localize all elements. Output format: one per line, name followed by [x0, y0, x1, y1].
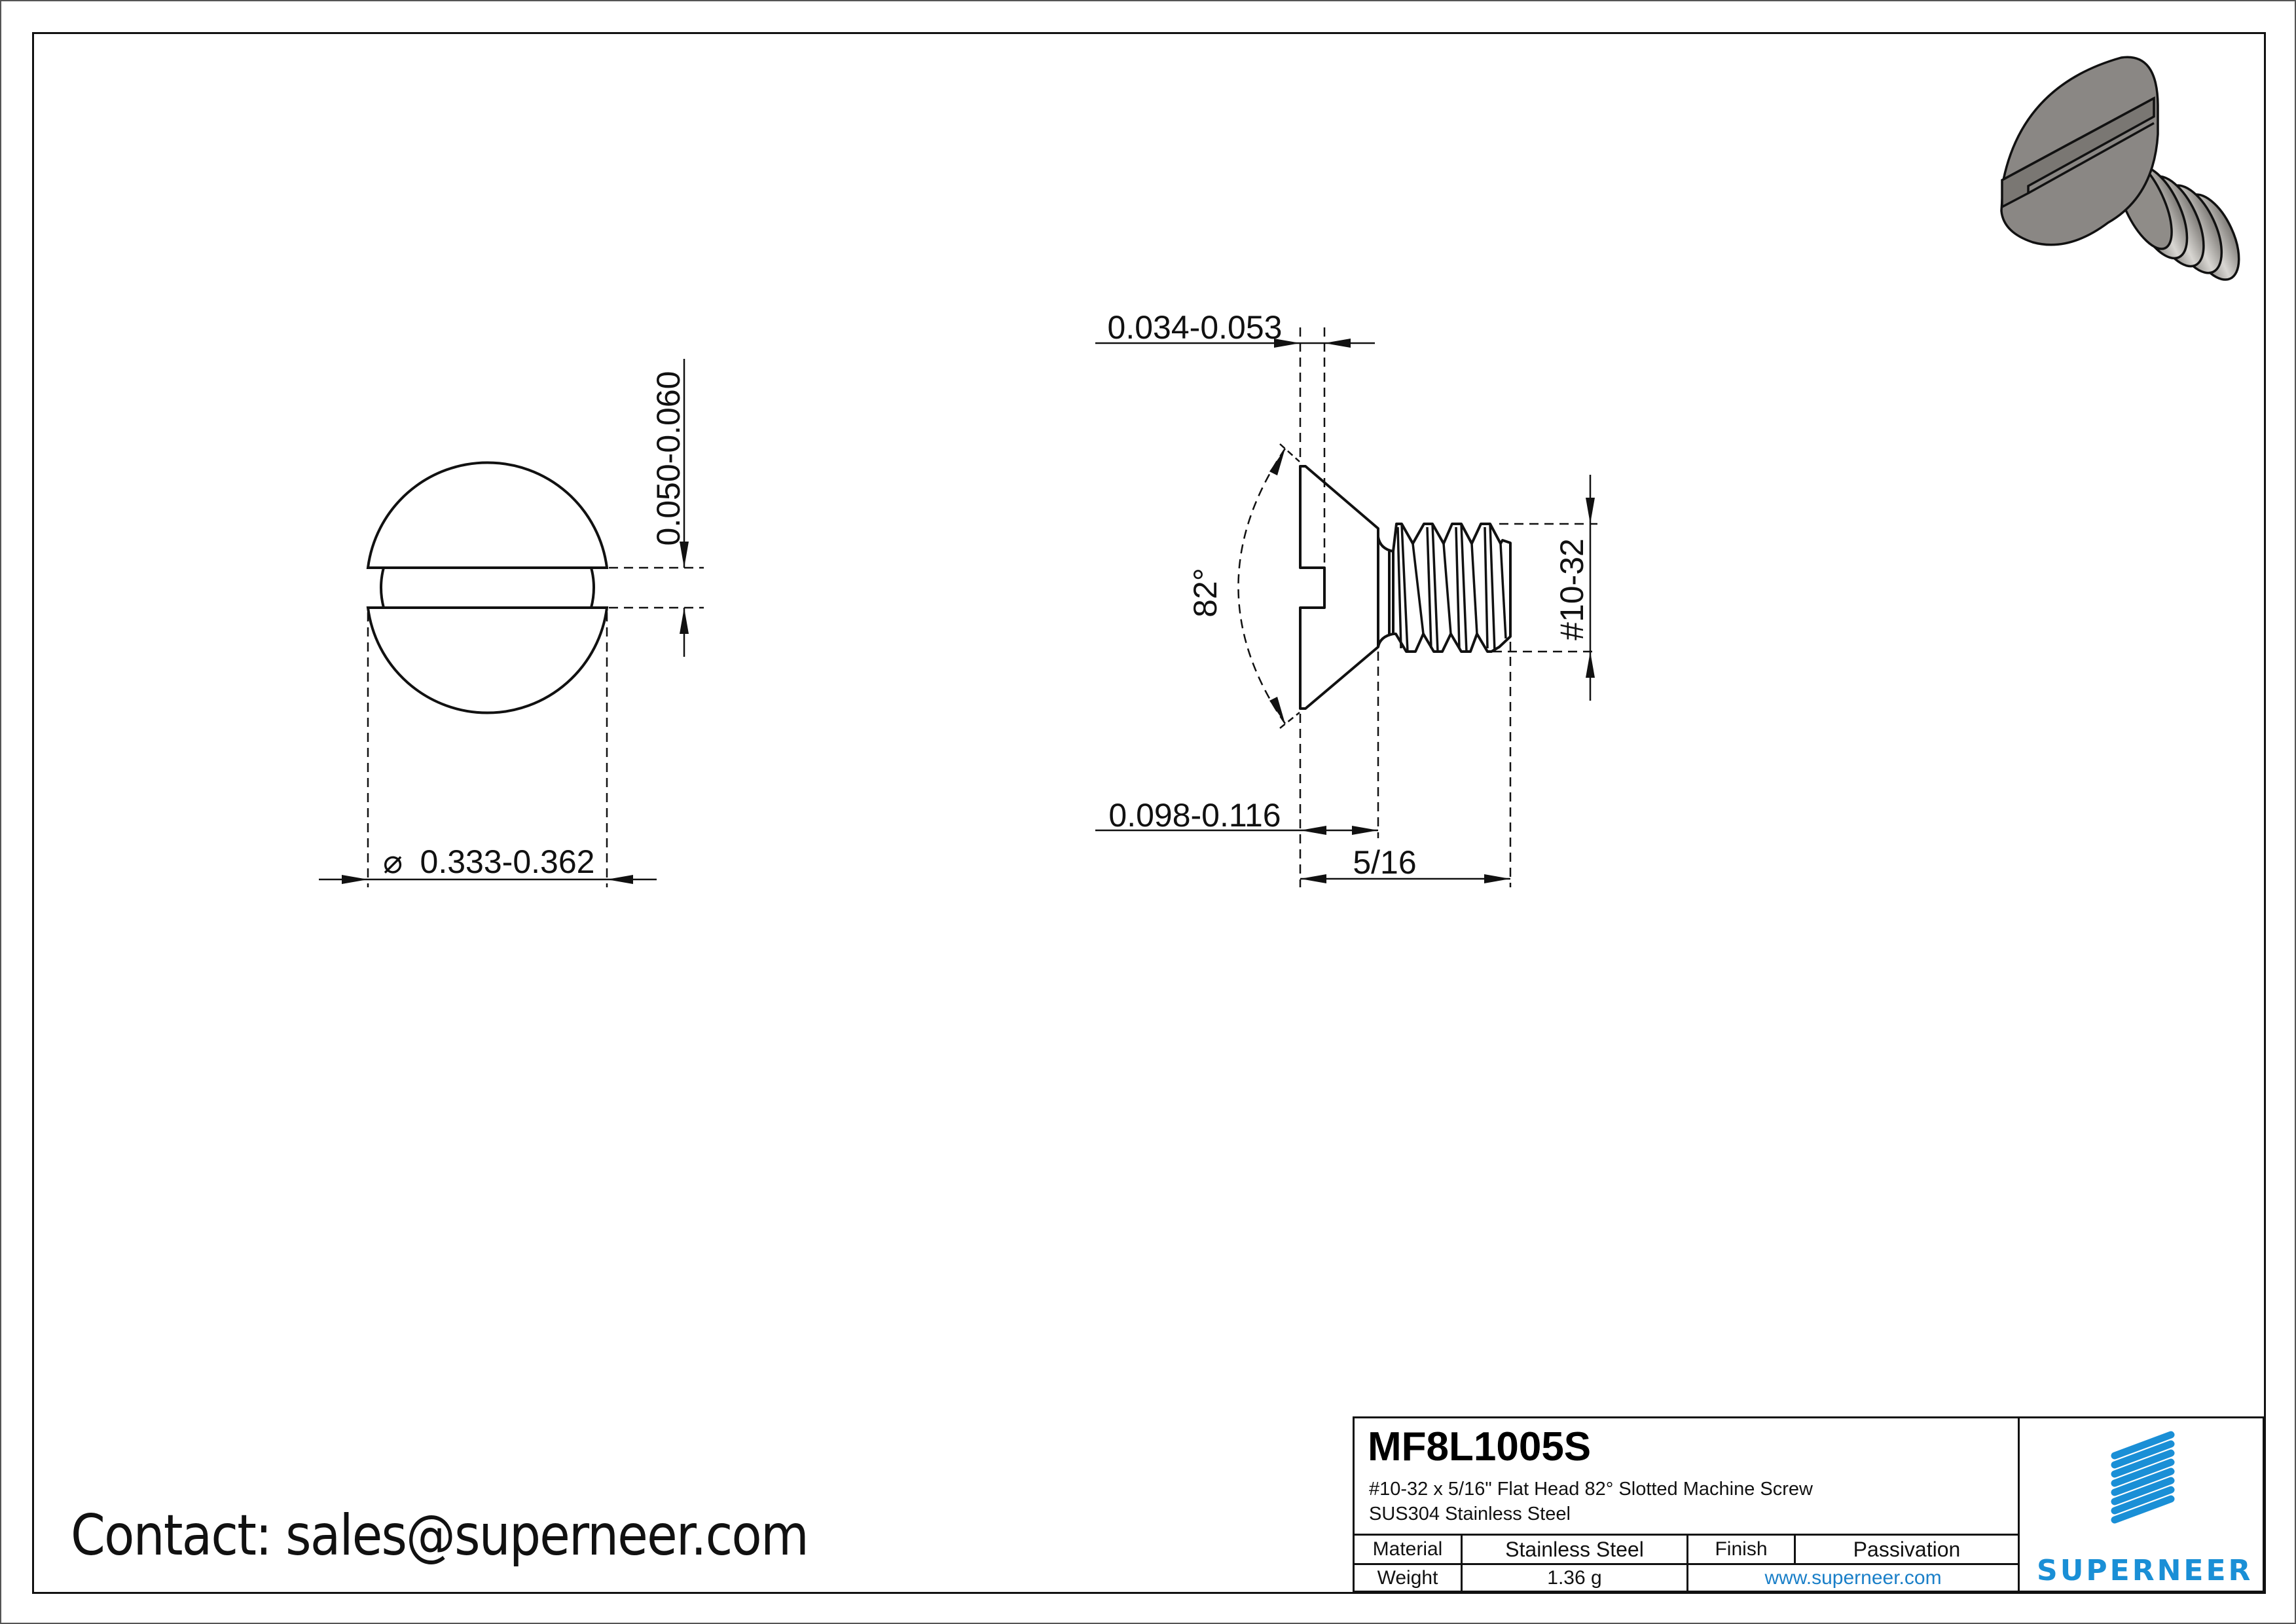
- brand-name: SUPERNEER: [2037, 1554, 2253, 1587]
- slot-left-arc: [380, 567, 385, 608]
- weight-label: Weight: [1355, 1565, 1463, 1591]
- head-angle-dimension: 82°: [1187, 568, 1224, 618]
- title-block-description: MF8L1005S #10-32 x 5/16" Flat Head 82° S…: [1355, 1418, 2020, 1536]
- length-dimension: 5/16: [1353, 844, 1416, 881]
- finish-label: Finish: [1688, 1536, 1796, 1565]
- part-description: #10-32 x 5/16" Flat Head 82° Slotted Mac…: [1369, 1479, 1813, 1500]
- material-value: Stainless Steel: [1463, 1536, 1688, 1565]
- countersunk-head: [1299, 465, 1379, 710]
- head-upper-half: [366, 461, 609, 569]
- side-view-dimensions: [1095, 327, 1597, 887]
- brand-logo: SUPERNEER: [2020, 1418, 2263, 1591]
- head-height-dimension: 0.098-0.116: [1108, 797, 1281, 834]
- contact-email: Contact: sales@superneer.com: [71, 1503, 809, 1568]
- part-material-spec: SUS304 Stainless Steel: [1369, 1504, 1571, 1524]
- website-link[interactable]: www.superneer.com: [1688, 1565, 2020, 1591]
- part-number: MF8L1005S: [1368, 1424, 1592, 1469]
- side-view: [1299, 465, 1512, 710]
- title-block: MF8L1005S #10-32 x 5/16" Flat Head 82° S…: [1353, 1416, 2265, 1593]
- diameter-symbol: ⌀: [383, 843, 403, 880]
- head-lower-half: [366, 606, 609, 714]
- material-label: Material: [1355, 1536, 1463, 1565]
- thread-size-dimension: #10-32: [1554, 538, 1590, 640]
- slot-right-arc: [590, 567, 595, 608]
- slot-depth-dimension: 0.034-0.053: [1108, 309, 1283, 346]
- stripes-logo-icon: [2111, 1431, 2175, 1524]
- iso-screw-render: [2000, 56, 2240, 281]
- slot-width-dimension: 0.050-0.060: [650, 371, 687, 546]
- front-view: [366, 461, 609, 714]
- weight-value: 1.36 g: [1463, 1565, 1688, 1591]
- head-diameter-dimension: 0.333-0.362: [420, 843, 595, 880]
- finish-value: Passivation: [1796, 1536, 2020, 1565]
- drawing-frame: [32, 32, 2266, 1594]
- front-view-dimensions: [319, 359, 704, 887]
